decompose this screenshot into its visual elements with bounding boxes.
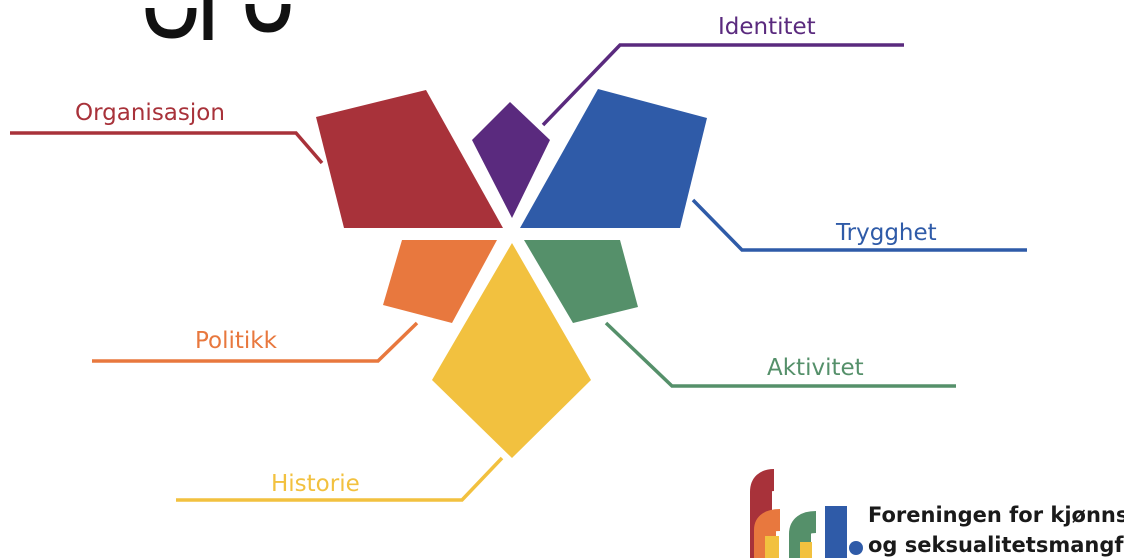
petal-politikk: [383, 240, 497, 323]
label-trygghet: Trygghet: [835, 220, 937, 246]
petal-trygghet: [520, 89, 707, 228]
cropped-title-fragment: [145, 0, 291, 40]
petal-historie: [432, 243, 591, 458]
logo-text-line1: Foreningen for kjønns-: [868, 503, 1124, 527]
leader-line-aktivitet: [604, 321, 956, 388]
logo-text-line2: og seksualitetsmangfold: [868, 533, 1124, 557]
label-historie: Historie: [271, 471, 360, 497]
label-aktivitet: Aktivitet: [767, 355, 864, 381]
petal-organisasjon: [316, 90, 503, 228]
leader-line-identitet: [541, 43, 904, 127]
leader-line-organisasjon: [10, 131, 324, 165]
frl-logo-mark: [750, 469, 863, 558]
label-politikk: Politikk: [195, 328, 278, 354]
leader-line-trygghet: [691, 198, 1027, 252]
leader-line-politikk: [92, 321, 419, 363]
petal-identitet: [472, 102, 550, 218]
leader-line-historie: [176, 456, 504, 502]
petal-aktivitet: [524, 240, 638, 323]
label-identitet: Identitet: [718, 14, 816, 40]
label-organisasjon: Organisasjon: [75, 100, 225, 126]
